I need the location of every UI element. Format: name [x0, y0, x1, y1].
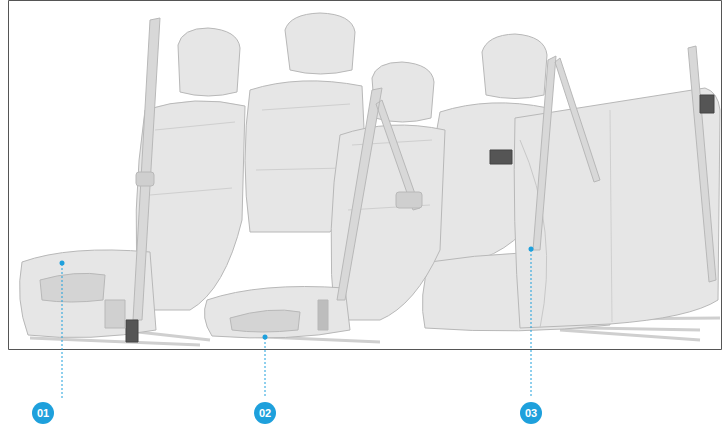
leader-dot [529, 247, 534, 252]
headrest [482, 34, 547, 99]
leader-dot [60, 261, 65, 266]
frame [9, 1, 722, 350]
headrest [178, 28, 240, 96]
callout-number: 01 [32, 402, 54, 424]
leader-line [531, 250, 532, 398]
callout-number: 03 [520, 402, 542, 424]
headrest [285, 13, 355, 74]
leader-line [62, 264, 63, 398]
seat-back [331, 125, 445, 320]
leader-line [265, 338, 266, 398]
leader-dot [263, 335, 268, 340]
callout-number: 02 [254, 402, 276, 424]
seat-cushion [204, 287, 350, 339]
